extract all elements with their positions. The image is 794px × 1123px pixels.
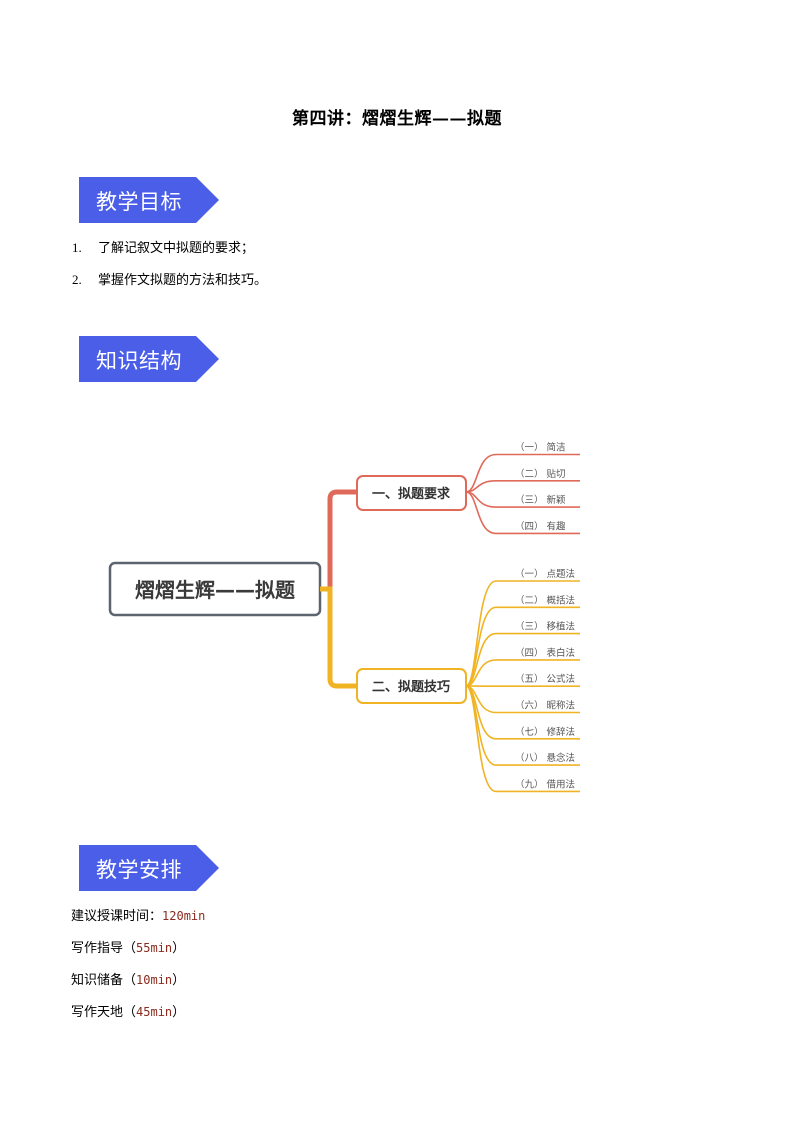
schedule-value: 10min: [136, 973, 173, 987]
section-banner-arrangement: 教学安排: [79, 845, 219, 891]
leaf-connector: [465, 659, 580, 687]
leaf-label: （七） 修辞法: [515, 726, 575, 738]
branch-label-2: 二、拟题技巧: [372, 679, 450, 695]
leaf-label: （一） 简洁: [515, 442, 566, 454]
banner-shape: [79, 177, 219, 223]
leaf-connector: [465, 685, 580, 793]
mind-map: 熠熠生辉——拟题 一、拟题要求 二、拟题技巧 （一） 简洁 （二） 贴切 （三） 新…: [108, 442, 580, 793]
leaf-label: （一） 点题法: [515, 568, 575, 580]
schedule-item: 写作指导（55min）: [71, 938, 205, 970]
leaf-label: （五） 公式法: [515, 673, 575, 685]
leaf-label: （四） 表白法: [515, 647, 575, 659]
banner-shape: [79, 336, 219, 382]
paren-close: ）: [172, 1005, 186, 1020]
leaf-connector: [465, 606, 580, 687]
schedule-total: 建议授课时间：120min: [71, 906, 205, 938]
paren-close: ）: [172, 973, 186, 988]
section-heading: 知识结构: [96, 349, 182, 373]
leaf-connector: [465, 632, 580, 687]
schedule-item: 写作天地（45min）: [71, 1002, 205, 1034]
branch-label-1: 一、拟题要求: [372, 486, 451, 502]
leaf-label: （三） 移植法: [515, 621, 575, 633]
schedule-value: 120min: [162, 909, 206, 923]
leaf-connector: [465, 491, 580, 535]
branch-connector-2: [320, 586, 357, 689]
page-title: 第四讲：熠熠生辉——拟题: [292, 109, 502, 129]
branch-connector-1: [320, 489, 357, 592]
schedule-label: 知识储备: [71, 973, 124, 988]
schedule-label: 建议授课时间：: [71, 909, 163, 924]
branch-node-1: [356, 475, 467, 511]
list-number: 1.: [72, 240, 82, 255]
leaf-label: （八） 悬念法: [515, 752, 575, 764]
schedule-item: 知识储备（10min）: [71, 970, 205, 1002]
leaf-label: （二） 概括法: [515, 594, 575, 606]
paren-open: （: [123, 1005, 137, 1020]
leaf-connector: [465, 480, 580, 493]
leaf-label: （三） 新颖: [515, 494, 566, 506]
banner-shape: [79, 845, 219, 891]
list-text: 掌握作文拟题的方法和技巧。: [98, 273, 268, 288]
leaf-label: （四） 有趣: [515, 520, 566, 532]
branch-2-leaves: （一） 点题法 （二） 概括法 （三） 移植法 （四） 表白法 （五） 公式法 （六） 昵…: [465, 568, 580, 793]
schedule-value: 55min: [136, 941, 173, 955]
branch-1-leaves: （一） 简洁 （二） 贴切 （三） 新颖 （四） 有趣: [465, 442, 580, 535]
section-banner-structure: 知识结构: [79, 336, 219, 382]
paren-close: ）: [172, 941, 186, 956]
leaf-label: （九） 借用法: [515, 778, 575, 790]
list-item: 1. 了解记叙文中拟题的要求；: [72, 238, 267, 270]
schedule-label: 写作天地: [71, 1005, 124, 1020]
mindmap-root-label: 熠熠生辉——拟题: [135, 578, 296, 602]
section-banner-goals: 教学目标: [79, 177, 219, 223]
list-number: 2.: [72, 272, 82, 287]
schedule-value: 45min: [136, 1005, 173, 1019]
leaf-label: （二） 贴切: [515, 468, 566, 480]
section-heading: 教学目标: [96, 190, 182, 214]
list-item: 2. 掌握作文拟题的方法和技巧。: [72, 270, 267, 302]
schedule: 建议授课时间：120min 写作指导（55min） 知识储备（10min） 写作…: [71, 906, 205, 1034]
list-text: 了解记叙文中拟题的要求；: [98, 241, 255, 256]
paren-open: （: [123, 973, 137, 988]
leaf-label: （六） 昵称法: [515, 700, 575, 712]
section-heading: 教学安排: [96, 858, 182, 882]
schedule-label: 写作指导: [71, 941, 124, 956]
goals-list: 1. 了解记叙文中拟题的要求； 2. 掌握作文拟题的方法和技巧。: [72, 238, 267, 302]
paren-open: （: [123, 941, 137, 956]
